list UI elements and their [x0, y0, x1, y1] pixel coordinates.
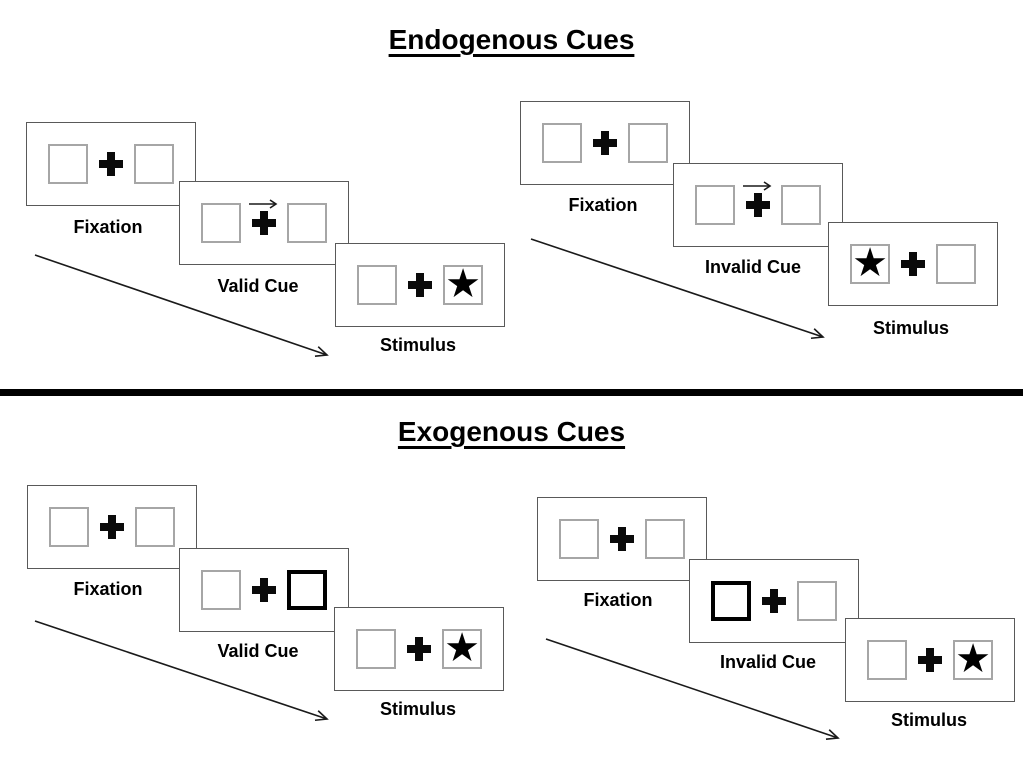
panel-label: Invalid Cue — [704, 257, 802, 277]
right-box — [936, 244, 976, 284]
panel-label: Valid Cue — [217, 641, 299, 661]
right-box — [628, 123, 668, 163]
plus-icon — [610, 527, 634, 551]
right-box — [134, 144, 174, 184]
exo-invalid-fixation-panel — [537, 497, 707, 581]
right-box — [645, 519, 685, 559]
plus-icon — [593, 131, 617, 155]
left-box — [695, 185, 735, 225]
right-box-with-target: ★ — [442, 626, 482, 670]
left-box — [49, 507, 89, 547]
fixation-cross-icon — [898, 234, 928, 294]
panel-label: Fixation — [73, 579, 143, 599]
plus-icon — [100, 515, 124, 539]
right-box-highlighted-cue — [287, 570, 327, 610]
endo-valid-fixation-panel — [26, 122, 196, 206]
fixation-cross-icon — [97, 497, 127, 557]
right-box — [781, 185, 821, 225]
plus-icon — [918, 648, 942, 672]
panel-label: Stimulus — [379, 699, 456, 719]
exo-valid-cue-panel — [179, 548, 349, 632]
fixation-cross-icon — [96, 134, 126, 194]
endo-invalid-cue-panel — [673, 163, 843, 247]
panel-label: Stimulus — [379, 335, 456, 355]
exo-valid-stimulus-panel: ★ — [334, 607, 504, 691]
right-box — [797, 581, 837, 621]
plus-icon — [252, 578, 276, 602]
panel-label: Valid Cue — [217, 276, 299, 296]
left-box — [356, 629, 396, 669]
left-box — [357, 265, 397, 305]
timeline-arrow-icon — [545, 638, 840, 740]
arrow-right-icon — [249, 199, 278, 209]
plus-icon — [408, 273, 432, 297]
section-title-exogenous: Exogenous Cues — [397, 416, 626, 447]
left-box-with-target: ★ — [850, 241, 890, 285]
star-icon: ★ — [445, 262, 481, 306]
exo-valid-fixation-panel — [27, 485, 197, 569]
left-box — [542, 123, 582, 163]
fixation-cross-icon — [743, 175, 773, 235]
timeline-arrow-icon — [530, 238, 825, 340]
fixation-cross-icon — [249, 193, 279, 253]
fixation-cross-icon — [607, 509, 637, 569]
fixation-cross-icon — [404, 619, 434, 679]
panel-label: Stimulus — [872, 318, 949, 338]
endo-valid-stimulus-panel: ★ — [335, 243, 505, 327]
plus-icon — [99, 152, 123, 176]
left-box — [48, 144, 88, 184]
fixation-cross-icon — [915, 630, 945, 690]
star-icon: ★ — [955, 637, 991, 681]
fixation-cross-icon — [759, 571, 789, 631]
plus-icon — [762, 589, 786, 613]
fixation-cross-icon — [249, 560, 279, 620]
left-box-highlighted-cue — [711, 581, 751, 621]
left-box — [201, 570, 241, 610]
star-icon: ★ — [852, 241, 888, 285]
plus-icon — [901, 252, 925, 276]
star-icon: ★ — [444, 626, 480, 670]
fixation-cross-icon — [405, 255, 435, 315]
left-box — [559, 519, 599, 559]
right-box-with-target: ★ — [443, 262, 483, 306]
right-box — [287, 203, 327, 243]
panel-label: Fixation — [73, 217, 143, 237]
left-box — [867, 640, 907, 680]
plus-icon — [407, 637, 431, 661]
plus-icon — [746, 193, 770, 217]
timeline-arrow-icon — [34, 254, 329, 357]
panel-label: Stimulus — [890, 710, 967, 730]
exo-invalid-stimulus-panel: ★ — [845, 618, 1015, 702]
timeline-arrow-icon — [34, 620, 329, 722]
right-box — [135, 507, 175, 547]
panel-label: Invalid Cue — [719, 652, 817, 672]
exo-invalid-cue-panel — [689, 559, 859, 643]
panel-label: Fixation — [583, 590, 653, 610]
plus-icon — [252, 211, 276, 235]
endo-valid-cue-panel — [179, 181, 349, 265]
left-box — [201, 203, 241, 243]
right-box-with-target: ★ — [953, 637, 993, 681]
fixation-cross-icon — [590, 113, 620, 173]
endo-invalid-stimulus-panel: ★ — [828, 222, 998, 306]
endo-invalid-fixation-panel — [520, 101, 690, 185]
section-title-endogenous: Endogenous Cues — [388, 24, 635, 55]
arrow-right-icon — [743, 181, 772, 191]
panel-label: Fixation — [568, 195, 638, 215]
section-divider — [0, 389, 1023, 396]
